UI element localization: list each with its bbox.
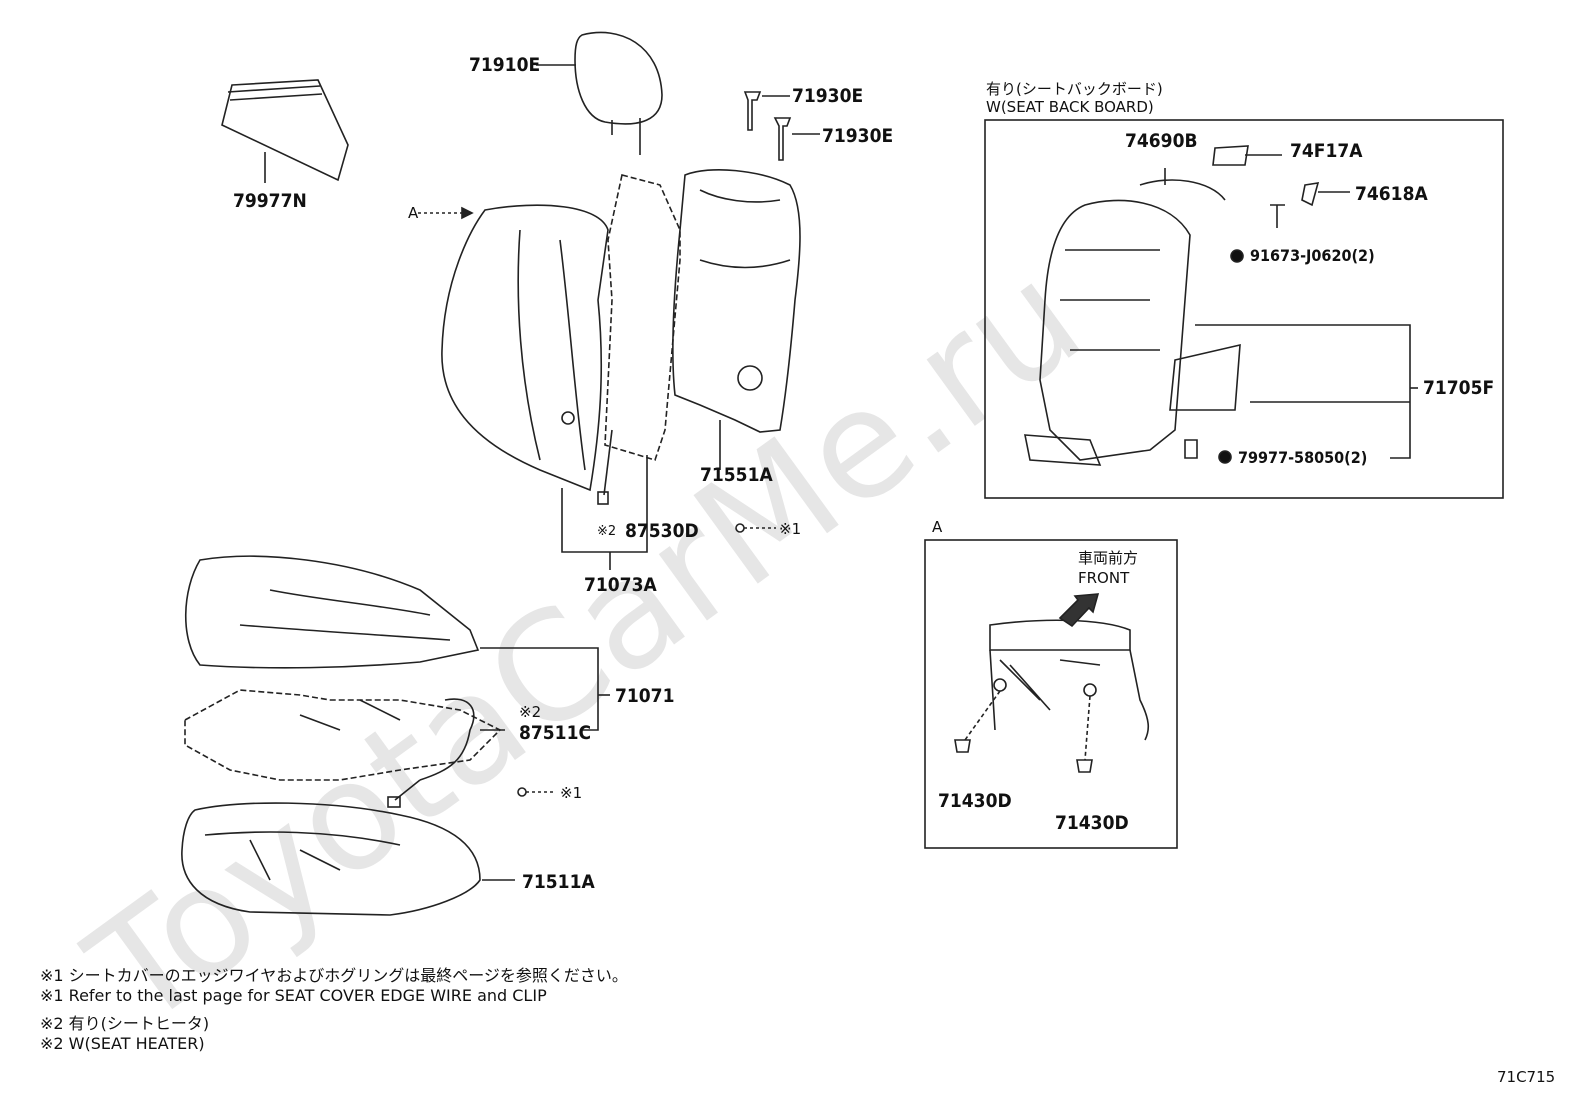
part-label-87530D[interactable]: 87530D [625, 520, 699, 542]
footnote-2-en: ※2 W(SEAT HEATER) [40, 1034, 205, 1053]
seat-back-board-box [984, 119, 1504, 499]
seat-cushion-pad-shape [181, 802, 481, 916]
view-a-seat-shape [989, 619, 1150, 741]
part-label-74F17A[interactable]: 74F17A [1290, 140, 1363, 162]
part-label-71430D-right[interactable]: 71430D [1055, 812, 1129, 834]
clip-ref-mark: ※1 [560, 784, 583, 802]
footnote-1-jp: ※1 シートカバーのエッジワイヤおよびホグリングは最終ページを参照ください。 [40, 966, 628, 985]
heater-mark-87530D: ※2 [597, 524, 617, 539]
headrest-guide-shapes [743, 91, 820, 161]
part-label-71705F[interactable]: 71705F [1423, 377, 1495, 399]
bracket-71071 [480, 647, 599, 731]
headrest-shape [536, 31, 663, 155]
view-a-box-label: A [932, 518, 943, 536]
part-label-71511A[interactable]: 71511A [522, 871, 595, 893]
part-label-71551A[interactable]: 71551A [700, 464, 773, 486]
seat-cushion-cover-shape [185, 555, 480, 669]
seat-back-board-title-en: W(SEAT BACK BOARD) [986, 98, 1154, 116]
part-label-74618A[interactable]: 74618A [1355, 183, 1428, 205]
part-label-91673-J0620[interactable]: 91673-J0620(2) [1250, 246, 1375, 265]
part-label-71071[interactable]: 71071 [615, 685, 675, 707]
footnote-2-jp: ※2 有り(シートヒータ) [40, 1014, 210, 1033]
part-label-71430D-left[interactable]: 71430D [938, 790, 1012, 812]
front-label-en: FRONT [1078, 569, 1130, 587]
seat-back-pad-shape [672, 169, 801, 470]
part-label-79977N[interactable]: 79977N [233, 190, 307, 212]
part-label-87511C[interactable]: 87511C [519, 722, 592, 744]
part-label-79977-58050[interactable]: 79977-58050(2) [1238, 448, 1368, 467]
part-label-71930E-bottom[interactable]: 71930E [822, 125, 894, 147]
seat-back-heater-shape [597, 174, 681, 505]
seat-back-board-title-jp: 有り(シートバックボード) [986, 80, 1163, 98]
front-label-jp: 車両前方 [1078, 549, 1139, 567]
part-label-71910E[interactable]: 71910E [469, 54, 541, 76]
part-label-71930E-top[interactable]: 71930E [792, 85, 864, 107]
seat-back-cover-shape [418, 204, 609, 492]
diagram-code: 71C715 [1497, 1068, 1556, 1086]
part-label-71073A[interactable]: 71073A [584, 574, 657, 596]
view-a-box [924, 539, 1178, 849]
seat-cushion-heater-shape [184, 689, 502, 808]
part-label-74690B[interactable]: 74690B [1125, 130, 1198, 152]
heater-mark-87511C: ※2 [519, 703, 542, 721]
clip-ref-mark: ※1 [779, 520, 802, 538]
seat-back-board-shape [1024, 145, 1320, 466]
view-a-arrow-label: A [408, 204, 419, 222]
bracket-71073A [561, 455, 648, 553]
footnote-1-en: ※1 Refer to the last page for SEAT COVER… [40, 986, 547, 1005]
headrest-pad-shape [221, 79, 349, 183]
